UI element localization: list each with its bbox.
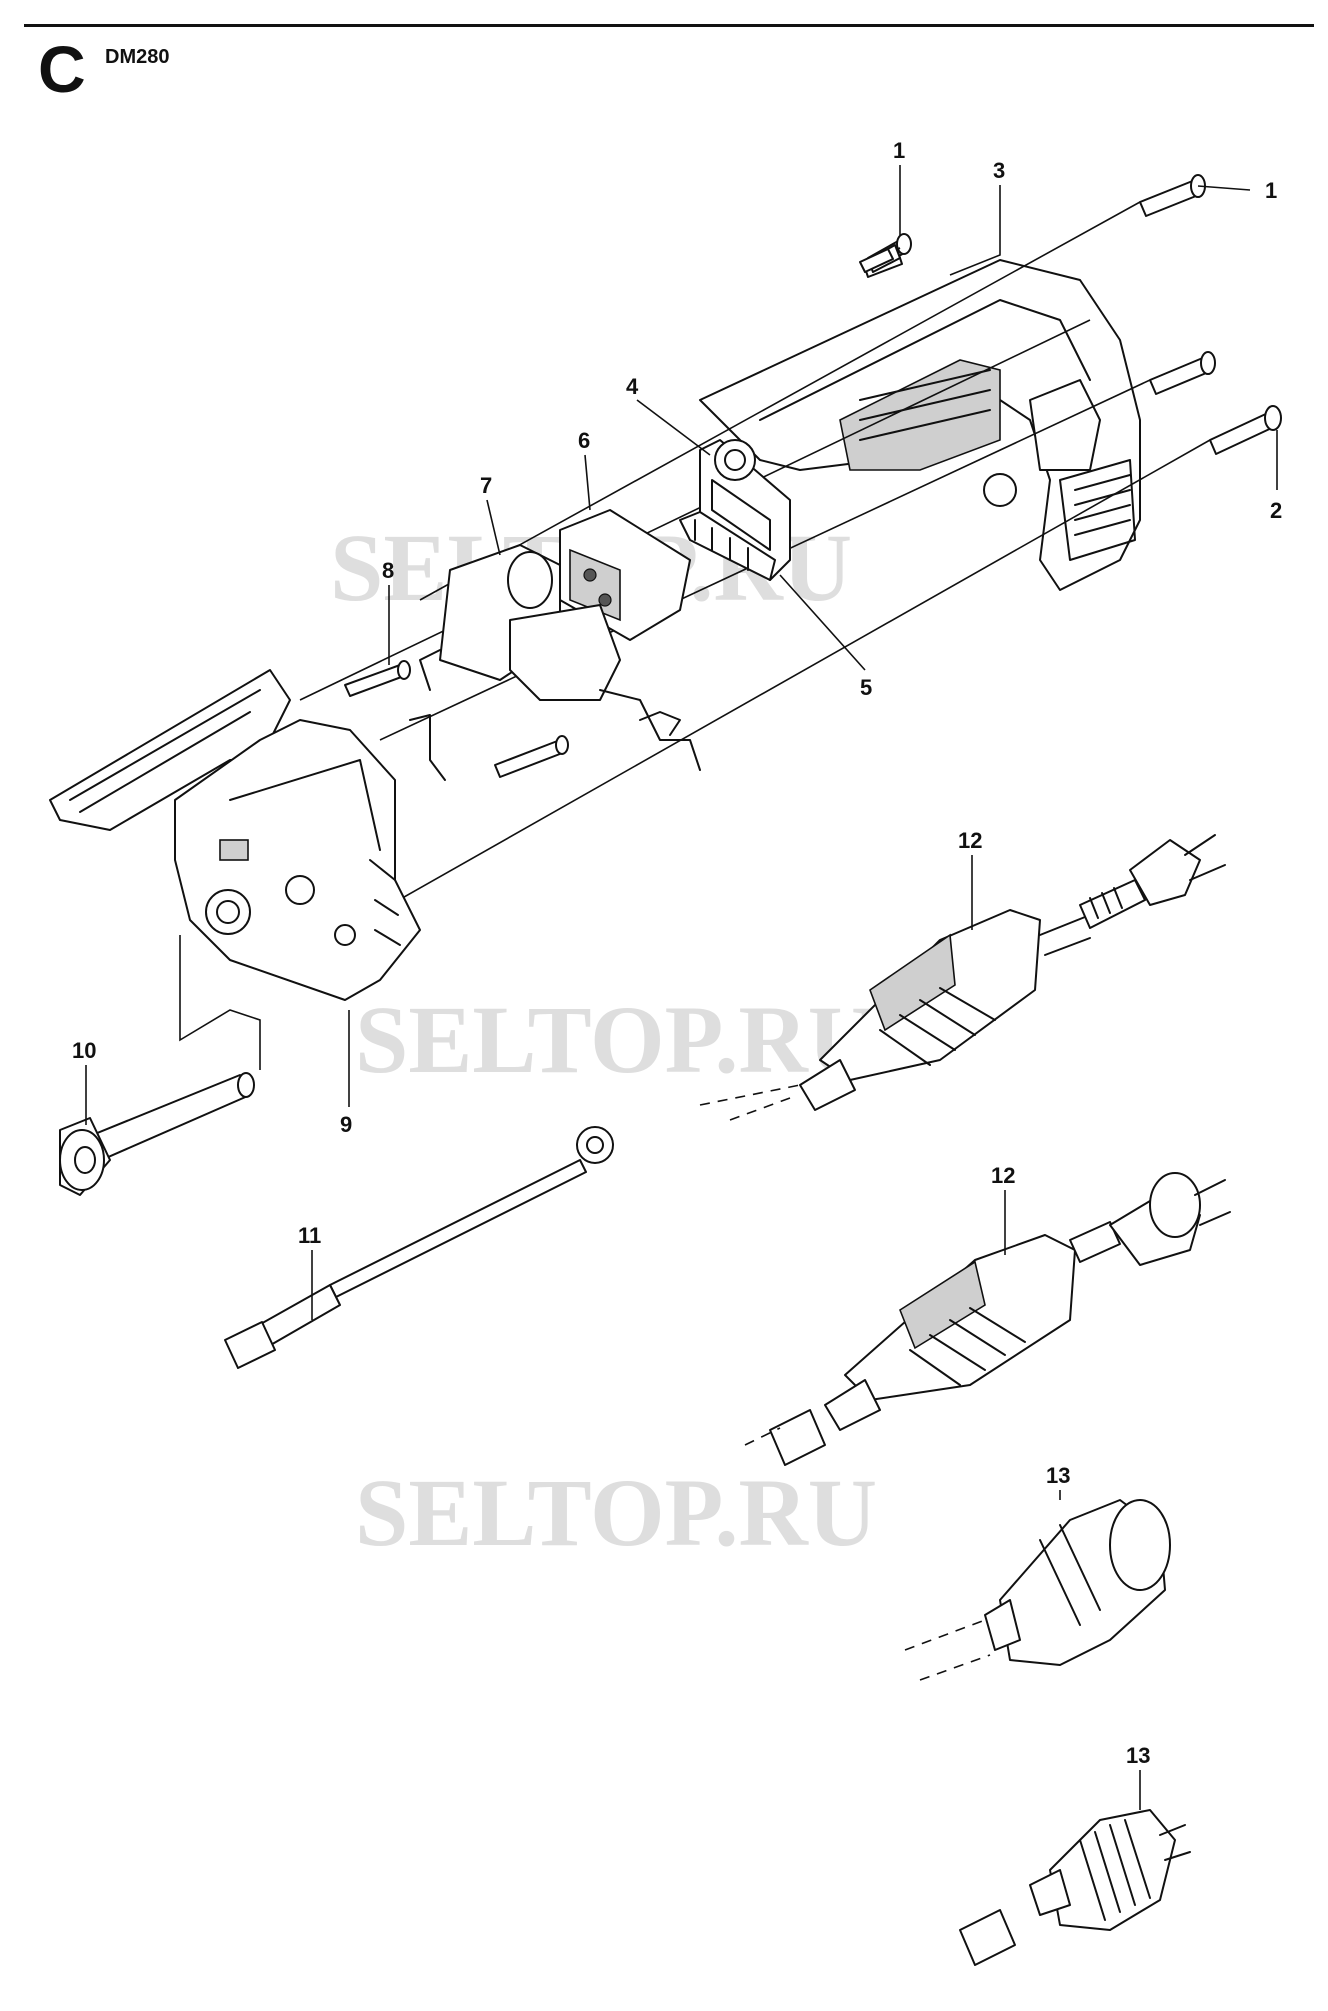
- wire-clip: [639, 711, 681, 736]
- callout-11: 11: [298, 1223, 321, 1248]
- leader-part-10: [179, 935, 261, 1070]
- watermark: SELTOP.RU: [355, 986, 877, 1093]
- rcd-plug-part-12: [799, 834, 1226, 1111]
- cable-stub: [769, 1409, 826, 1466]
- wire-clip: [409, 714, 446, 781]
- cable-continuation: [729, 1097, 791, 1121]
- callout-13: 13: [1046, 1463, 1070, 1488]
- callout-7: 7: [480, 473, 492, 498]
- callout-1: 1: [1265, 178, 1277, 203]
- callout-6: 6: [578, 428, 590, 453]
- cable-continuation: [904, 1619, 986, 1651]
- callout-13: 13: [1126, 1743, 1150, 1768]
- rcd-plug-part-12-variant: [824, 1172, 1231, 1431]
- callout-8: 8: [382, 558, 394, 583]
- connector-part-13: [984, 1499, 1171, 1666]
- callout-12: 12: [958, 828, 982, 853]
- callout-4: 4: [626, 374, 639, 399]
- callout-2: 2: [1270, 498, 1282, 523]
- housing-upper-part-3: [699, 259, 1141, 591]
- callout-1: 1: [893, 138, 905, 163]
- screw-part-8-lower: [494, 735, 569, 778]
- screw-part-2: [1149, 351, 1216, 395]
- callout-12: 12: [991, 1163, 1015, 1188]
- screw-part-2: [1209, 405, 1282, 455]
- ground-cable-part-11: [224, 1126, 614, 1369]
- sleeve-part-10: [59, 1072, 255, 1196]
- switch-assembly-part-7: [419, 544, 701, 771]
- cable-stub: [959, 1909, 1016, 1966]
- connector-part-13-variant: [1029, 1809, 1191, 1931]
- callout-5: 5: [860, 675, 872, 700]
- housing-lower-part-9: [49, 669, 421, 1001]
- screw-part-8: [344, 660, 411, 697]
- callout-9: 9: [340, 1112, 352, 1137]
- cable-continuation: [919, 1654, 991, 1681]
- header-rule: [24, 24, 1314, 27]
- terminal-strip-part-5: [679, 511, 776, 581]
- watermark: SELTOP.RU: [355, 1459, 877, 1566]
- model-label: DM280: [105, 46, 170, 68]
- callout-3: 3: [993, 158, 1005, 183]
- callout-10: 10: [72, 1038, 96, 1063]
- screw-part-1: [1139, 174, 1206, 217]
- section-letter: C: [38, 32, 86, 106]
- screw-part-1-vertical: [859, 248, 894, 273]
- cable-continuation: [744, 1427, 781, 1446]
